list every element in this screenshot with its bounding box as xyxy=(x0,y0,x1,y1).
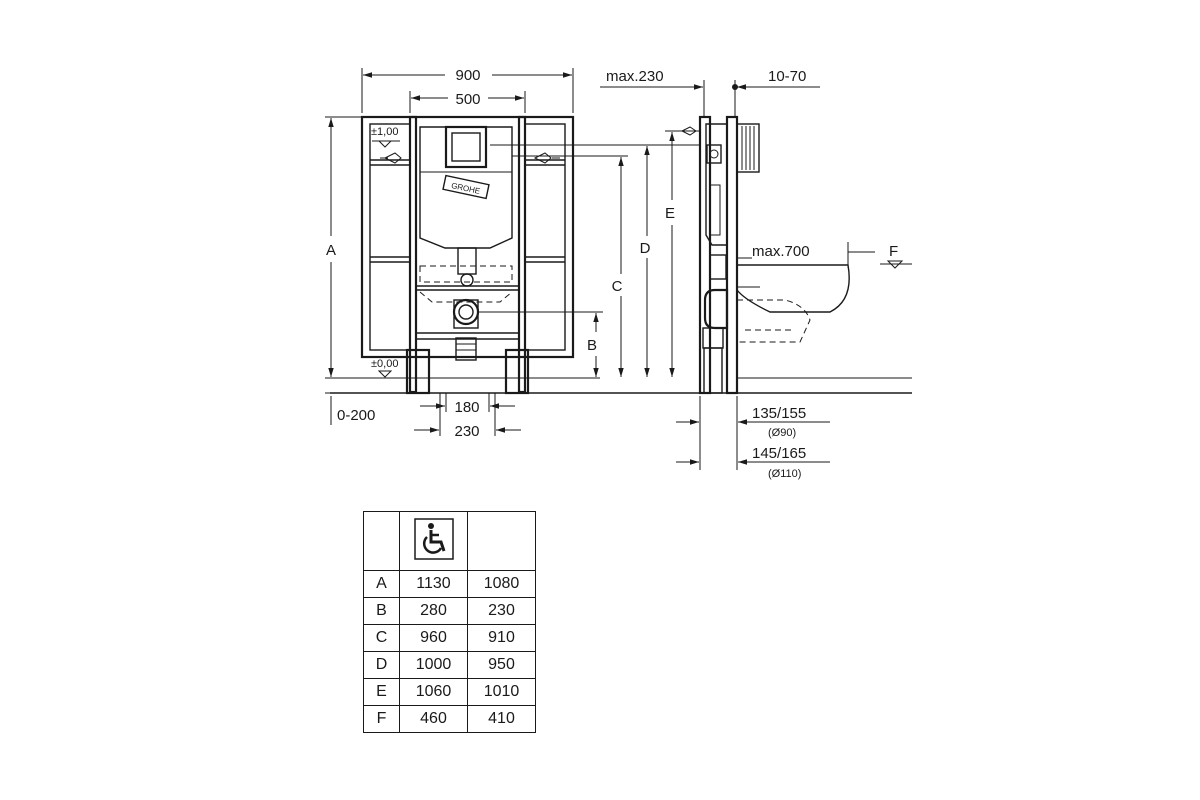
row-value-standard: 410 xyxy=(467,705,536,733)
table-row: A 1130 1080 xyxy=(363,570,536,598)
level-marker-top: ±1,00 xyxy=(371,126,400,148)
dim-label-E: E xyxy=(665,205,675,222)
row-value-accessible: 460 xyxy=(399,705,468,733)
table-header-empty xyxy=(363,511,400,571)
svg-text:±1,00: ±1,00 xyxy=(371,126,398,138)
dim-label-C: C xyxy=(612,278,623,295)
dim-label-A: A xyxy=(326,242,336,259)
dim-label-F: F xyxy=(889,243,898,260)
water-inlet-left-icon xyxy=(380,152,402,164)
frame xyxy=(360,115,575,395)
dim-10-70: 10-70 xyxy=(768,68,806,85)
side-view: max.230 10-70 E max.700 F 135/155 (Ø90) … xyxy=(600,68,912,480)
wheelchair-icon xyxy=(413,517,454,560)
table-row: F 460 410 xyxy=(363,705,536,733)
dim-label-D: D xyxy=(640,240,651,257)
row-value-standard: 1080 xyxy=(467,570,536,598)
dim-max-230: max.230 xyxy=(606,68,664,85)
row-label: A xyxy=(363,570,400,598)
level-marker-floor: ±0,00 xyxy=(371,358,398,378)
water-inlet-right-icon xyxy=(533,152,560,164)
table-header-row xyxy=(363,511,536,571)
dim-dia-90: (Ø90) xyxy=(768,427,796,439)
row-value-accessible: 280 xyxy=(399,597,468,625)
table-row: B 280 230 xyxy=(363,597,536,625)
cistern: GROHE xyxy=(419,125,513,361)
dim-230: 230 xyxy=(454,423,479,440)
dim-max-700: max.700 xyxy=(752,243,810,260)
dim-label-B: B xyxy=(587,337,597,354)
table-row: D 1000 950 xyxy=(363,651,536,679)
wc-bowl xyxy=(736,264,850,343)
dim-0-200: 0-200 xyxy=(337,407,375,424)
row-value-standard: 950 xyxy=(467,651,536,679)
table-header-standard xyxy=(467,511,536,571)
row-value-accessible: 1000 xyxy=(399,651,468,679)
table-header-accessible xyxy=(399,511,468,571)
dimension-table: A 1130 1080 B 280 230 C 960 910 D 1000 9… xyxy=(363,511,536,733)
row-value-standard: 910 xyxy=(467,624,536,652)
row-value-accessible: 1060 xyxy=(399,678,468,706)
row-label: F xyxy=(363,705,400,733)
table-row: C 960 910 xyxy=(363,624,536,652)
row-label: C xyxy=(363,624,400,652)
row-label: B xyxy=(363,597,400,625)
row-value-standard: 1010 xyxy=(467,678,536,706)
dim-900: 900 xyxy=(455,67,480,84)
dim-180: 180 xyxy=(454,399,479,416)
dim-500: 500 xyxy=(455,91,480,108)
row-value-accessible: 960 xyxy=(399,624,468,652)
row-value-accessible: 1130 xyxy=(399,570,468,598)
row-value-standard: 230 xyxy=(467,597,536,625)
dim-145-165: 145/165 xyxy=(752,445,806,462)
table-row: E 1060 1010 xyxy=(363,678,536,706)
row-label: D xyxy=(363,651,400,679)
front-view: GROHE ±1,00 xyxy=(325,67,912,440)
dim-dia-110: (Ø110) xyxy=(768,468,801,480)
row-label: E xyxy=(363,678,400,706)
svg-text:±0,00: ±0,00 xyxy=(371,358,398,370)
dim-135-155: 135/155 xyxy=(752,405,806,422)
